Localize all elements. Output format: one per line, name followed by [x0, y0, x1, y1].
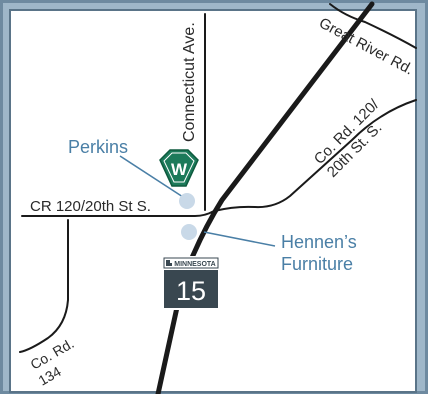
perkins-pointer — [119, 155, 184, 198]
cr-120-road — [21, 210, 215, 217]
co-rd-120-road — [213, 99, 417, 212]
shield-route-number: 15 — [176, 276, 206, 306]
perkins-label[interactable]: Perkins — [68, 137, 128, 157]
hennens-location-icon[interactable] — [181, 224, 197, 240]
shield-state-label: MINNESOTA — [174, 261, 215, 268]
logo-w-icon: W — [159, 149, 199, 187]
hennens-label-line1[interactable]: Hennen’s — [281, 232, 357, 252]
shield-body — [164, 270, 218, 308]
shield-top-band — [163, 257, 219, 269]
co-rd-134-road — [19, 219, 69, 353]
map-border — [9, 9, 417, 393]
hennens-pointer — [203, 231, 276, 247]
connecticut-ave-label: Connecticut Ave. — [181, 22, 198, 142]
cr-120-label: CR 120/20th St S. — [30, 198, 151, 215]
state-outline-icon — [166, 260, 172, 266]
logo-w-letter: W — [171, 160, 188, 179]
hennens-label-line2[interactable]: Furniture — [281, 254, 353, 274]
great-river-rd-road — [329, 3, 417, 49]
perkins-location-icon[interactable] — [179, 193, 195, 209]
minnesota-shield-icon: MINNESOTA 15 — [162, 256, 220, 310]
map-area — [10, 10, 416, 392]
